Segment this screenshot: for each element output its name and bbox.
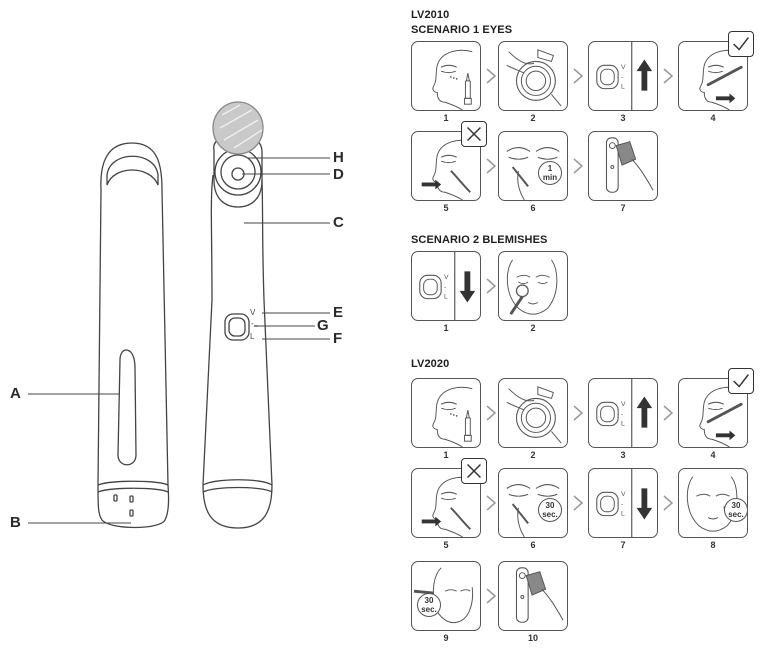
lv2020-step-chevron-icon [484,494,498,512]
timer-unit: sec. [542,510,558,519]
timer-unit: sec. [421,605,437,614]
step-number: 1 [443,450,449,460]
step-number: 9 [443,633,449,643]
step-number: 7 [620,540,626,550]
step-number: 6 [530,540,536,550]
button-down-icon: V - L [411,251,481,321]
lv2020-step-chevron-icon [661,404,675,422]
scenario1-step-chevron-icon [661,67,675,85]
eye-serum-icon [411,378,481,448]
button-down-icon: V - L [588,468,658,538]
check-icon [728,31,754,57]
device-front [97,142,170,529]
cross-icon [461,121,487,147]
clean-tip-icon [498,561,568,631]
step-number: 2 [530,113,536,123]
lv2020-step-chevron-icon [571,494,585,512]
step-number: 2 [530,450,536,460]
lv2020-step-chevron-icon [661,494,675,512]
part-label-e: E [333,304,344,321]
svg-text:V: V [621,491,626,498]
scenario1-step-chevron-icon [571,67,585,85]
step-number: 8 [710,540,716,550]
timer-value: 1 [547,164,553,173]
device-side [202,135,273,529]
timer-value: 30 [424,596,434,605]
step-number: 2 [530,323,536,333]
device-mark-dash: - [251,319,254,328]
svg-text:-: - [621,501,623,508]
step-number: 1 [443,323,449,333]
step-number: 6 [530,203,536,213]
blemish-face-icon [498,251,568,321]
step-number: 1 [443,113,449,123]
tip-apply-icon [498,378,568,448]
cheek-wrong-icon [411,131,481,201]
part-label-d: D [333,166,344,183]
lv2020-step-chevron-icon [484,404,498,422]
scenario1-step-chevron-icon [484,157,498,175]
cross-icon [461,458,487,484]
svg-text:-: - [621,74,623,81]
device-mark-l: L [250,332,255,341]
svg-text:L: L [621,84,625,91]
part-label-b: B [10,514,21,531]
lv2020-model-heading: LV2020 [411,358,450,370]
under-eye-massage-icon [678,41,748,111]
svg-text:V: V [621,64,626,71]
lv2020-step-chevron-icon [484,587,498,605]
svg-text:L: L [444,294,448,301]
step-number: 3 [620,113,626,123]
svg-text:L: L [621,511,625,518]
step-number: 5 [443,540,449,550]
scenario1-step-chevron-icon [571,157,585,175]
step-number: 7 [620,203,626,213]
step-number: 4 [710,450,716,460]
svg-text:L: L [621,421,625,428]
clean-tip-icon [588,131,658,201]
svg-text:-: - [621,411,623,418]
svg-text:V: V [444,274,449,281]
part-label-g: G [317,317,329,334]
part-label-a: A [10,385,21,402]
button-up-icon: V - L [588,378,658,448]
button-up-icon: V - L [588,41,658,111]
step-number: 3 [620,450,626,460]
step-number: 10 [527,633,538,643]
scenario1-step-chevron-icon [484,67,498,85]
timer-value: 30 [545,501,555,510]
timer-value: 30 [731,501,741,510]
step-number: 5 [443,203,449,213]
part-label-h: H [333,149,344,166]
device-mark-v: V [250,308,256,317]
device-illustration [28,101,330,529]
tip-apply-icon [498,41,568,111]
scenario2-step-chevron-icon [484,277,498,295]
lv2020-step-chevron-icon [571,404,585,422]
part-label-c: C [333,214,344,231]
cheek-wrong-icon [411,468,481,538]
step-number: 4 [710,113,716,123]
scenario1-title: SCENARIO 1 EYES [411,24,513,36]
svg-text:V: V [621,401,626,408]
lv2010-model-heading: LV2010 [411,9,450,21]
svg-text:-: - [444,284,446,291]
part-label-f: F [333,330,343,347]
check-icon [728,368,754,394]
scenario2-title: SCENARIO 2 BLEMISHES [411,234,548,246]
timer-unit: sec. [728,510,744,519]
eye-serum-icon [411,41,481,111]
timer-unit: min [542,173,558,182]
